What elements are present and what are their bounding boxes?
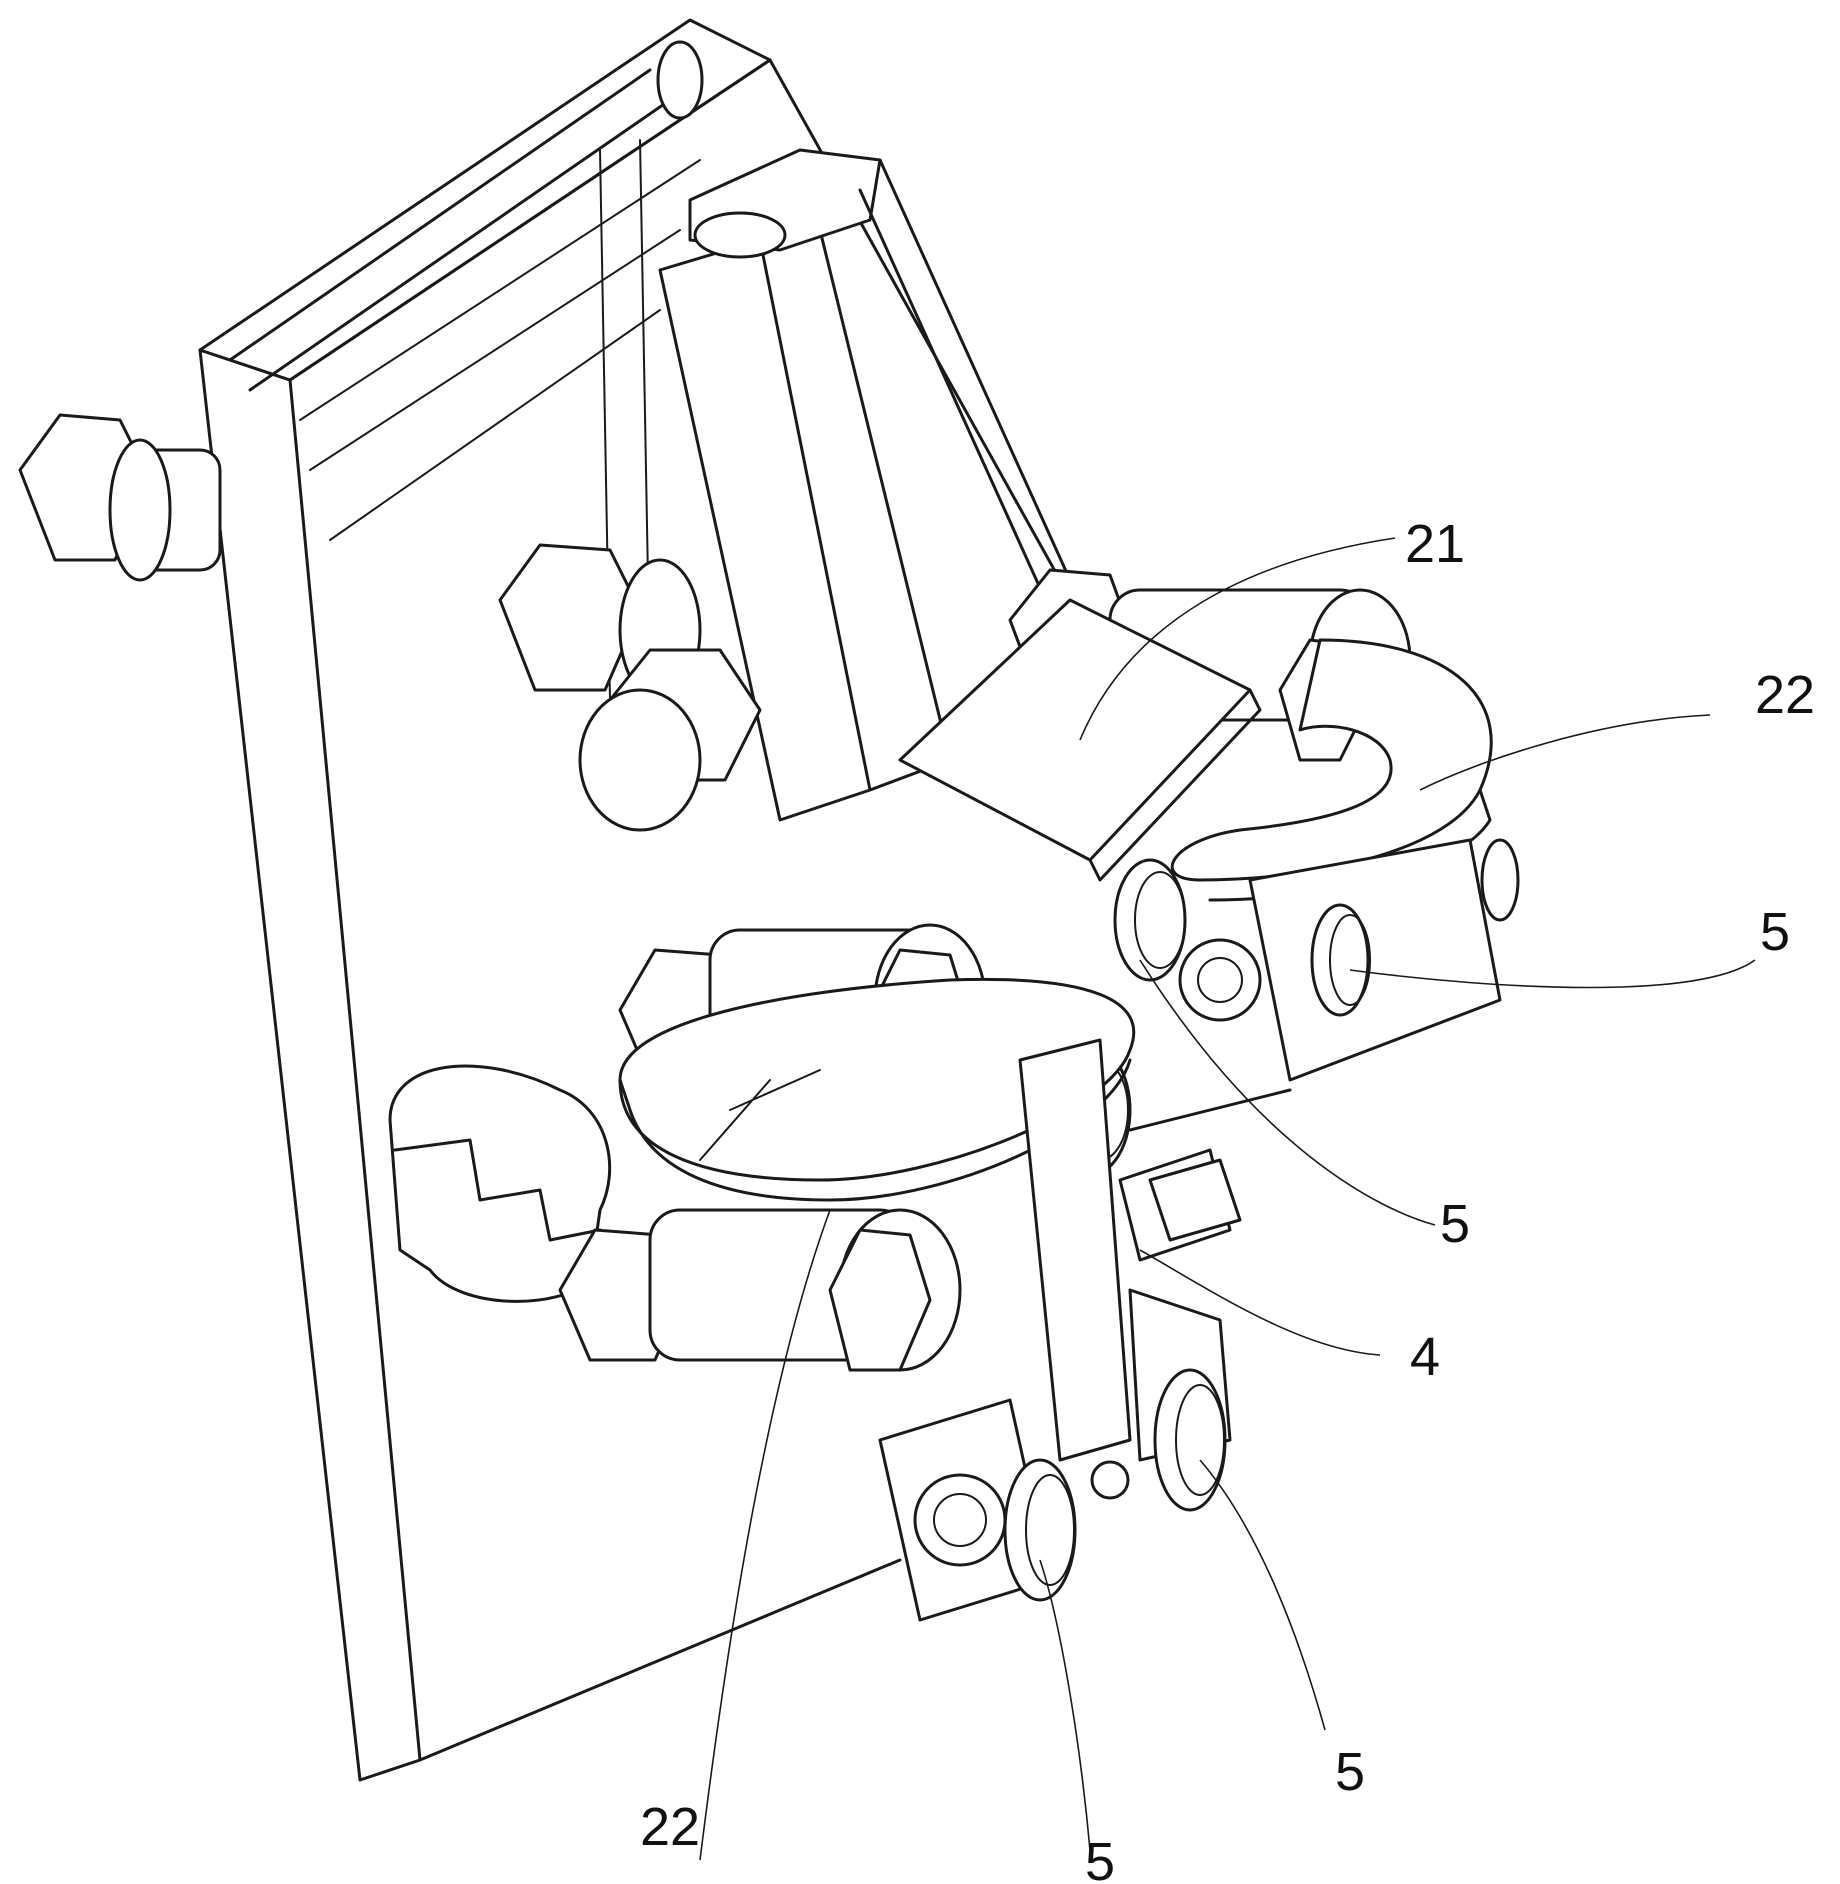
callout-5-bottom-right: 5 [1335, 1742, 1365, 1802]
upper-left-bolt-cluster [500, 545, 760, 830]
callout-21: 21 [1405, 514, 1465, 574]
lower-bolt [560, 1210, 960, 1370]
left-bolt [20, 415, 220, 580]
callout-5-right: 5 [1760, 902, 1790, 962]
callout-22-right: 22 [1755, 665, 1815, 725]
sensor-block-4 [1120, 1090, 1290, 1260]
callout-5-center: 5 [1440, 1194, 1470, 1254]
callout-4: 4 [1410, 1327, 1440, 1387]
callout-5-bottom-left: 5 [1085, 1832, 1115, 1884]
callout-22-bottom: 22 [640, 1797, 700, 1857]
